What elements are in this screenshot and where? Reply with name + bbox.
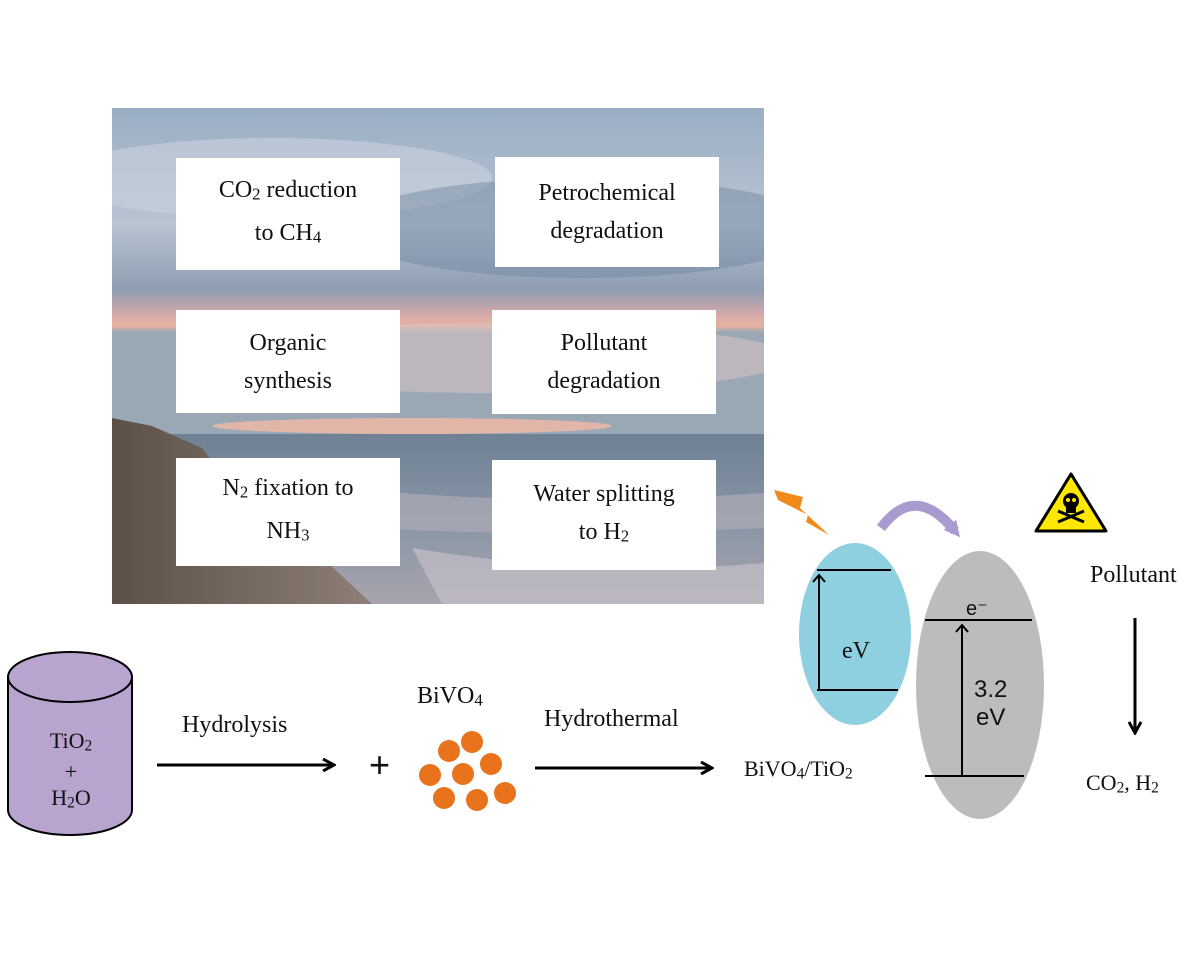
bivo4-particles (419, 731, 516, 811)
pollutant-label: Pollutant (1090, 562, 1177, 588)
electron-label: e⁻ (966, 598, 988, 620)
electron-transfer-arrow (876, 500, 961, 538)
application-co2-reduction: CO2 reduction to CH4 (176, 158, 400, 270)
hydrolysis-label: Hydrolysis (182, 712, 288, 738)
precursor-container (7, 651, 133, 836)
hydrothermal-label: Hydrothermal (544, 706, 679, 732)
application-petrochemical-degradation: Petrochemical degradation (495, 157, 719, 267)
application-pollutant-degradation: Pollutant degradation (492, 310, 716, 414)
bivo4-gap-label: eV (842, 638, 870, 664)
hazard-skull-icon (1034, 472, 1108, 533)
tio2-gap-label: 3.2 eV (974, 676, 1008, 731)
application-n2-fixation: N2 fixation to NH3 (176, 458, 400, 566)
degradation-products-label: CO2, H2 (1086, 770, 1159, 797)
application-water-splitting: Water splitting to H2 (492, 460, 716, 570)
product-label: BiVO4/TiO2 (744, 756, 853, 783)
container-label: TiO2 + H2O (49, 728, 93, 812)
application-organic-synthesis: Organic synthesis (176, 310, 400, 413)
plus-sign: + (369, 744, 391, 785)
lightning-icon (774, 490, 829, 535)
tio2-band (916, 551, 1044, 819)
bivo4-label: BiVO4 (417, 683, 483, 710)
bivo4-band (799, 543, 911, 725)
